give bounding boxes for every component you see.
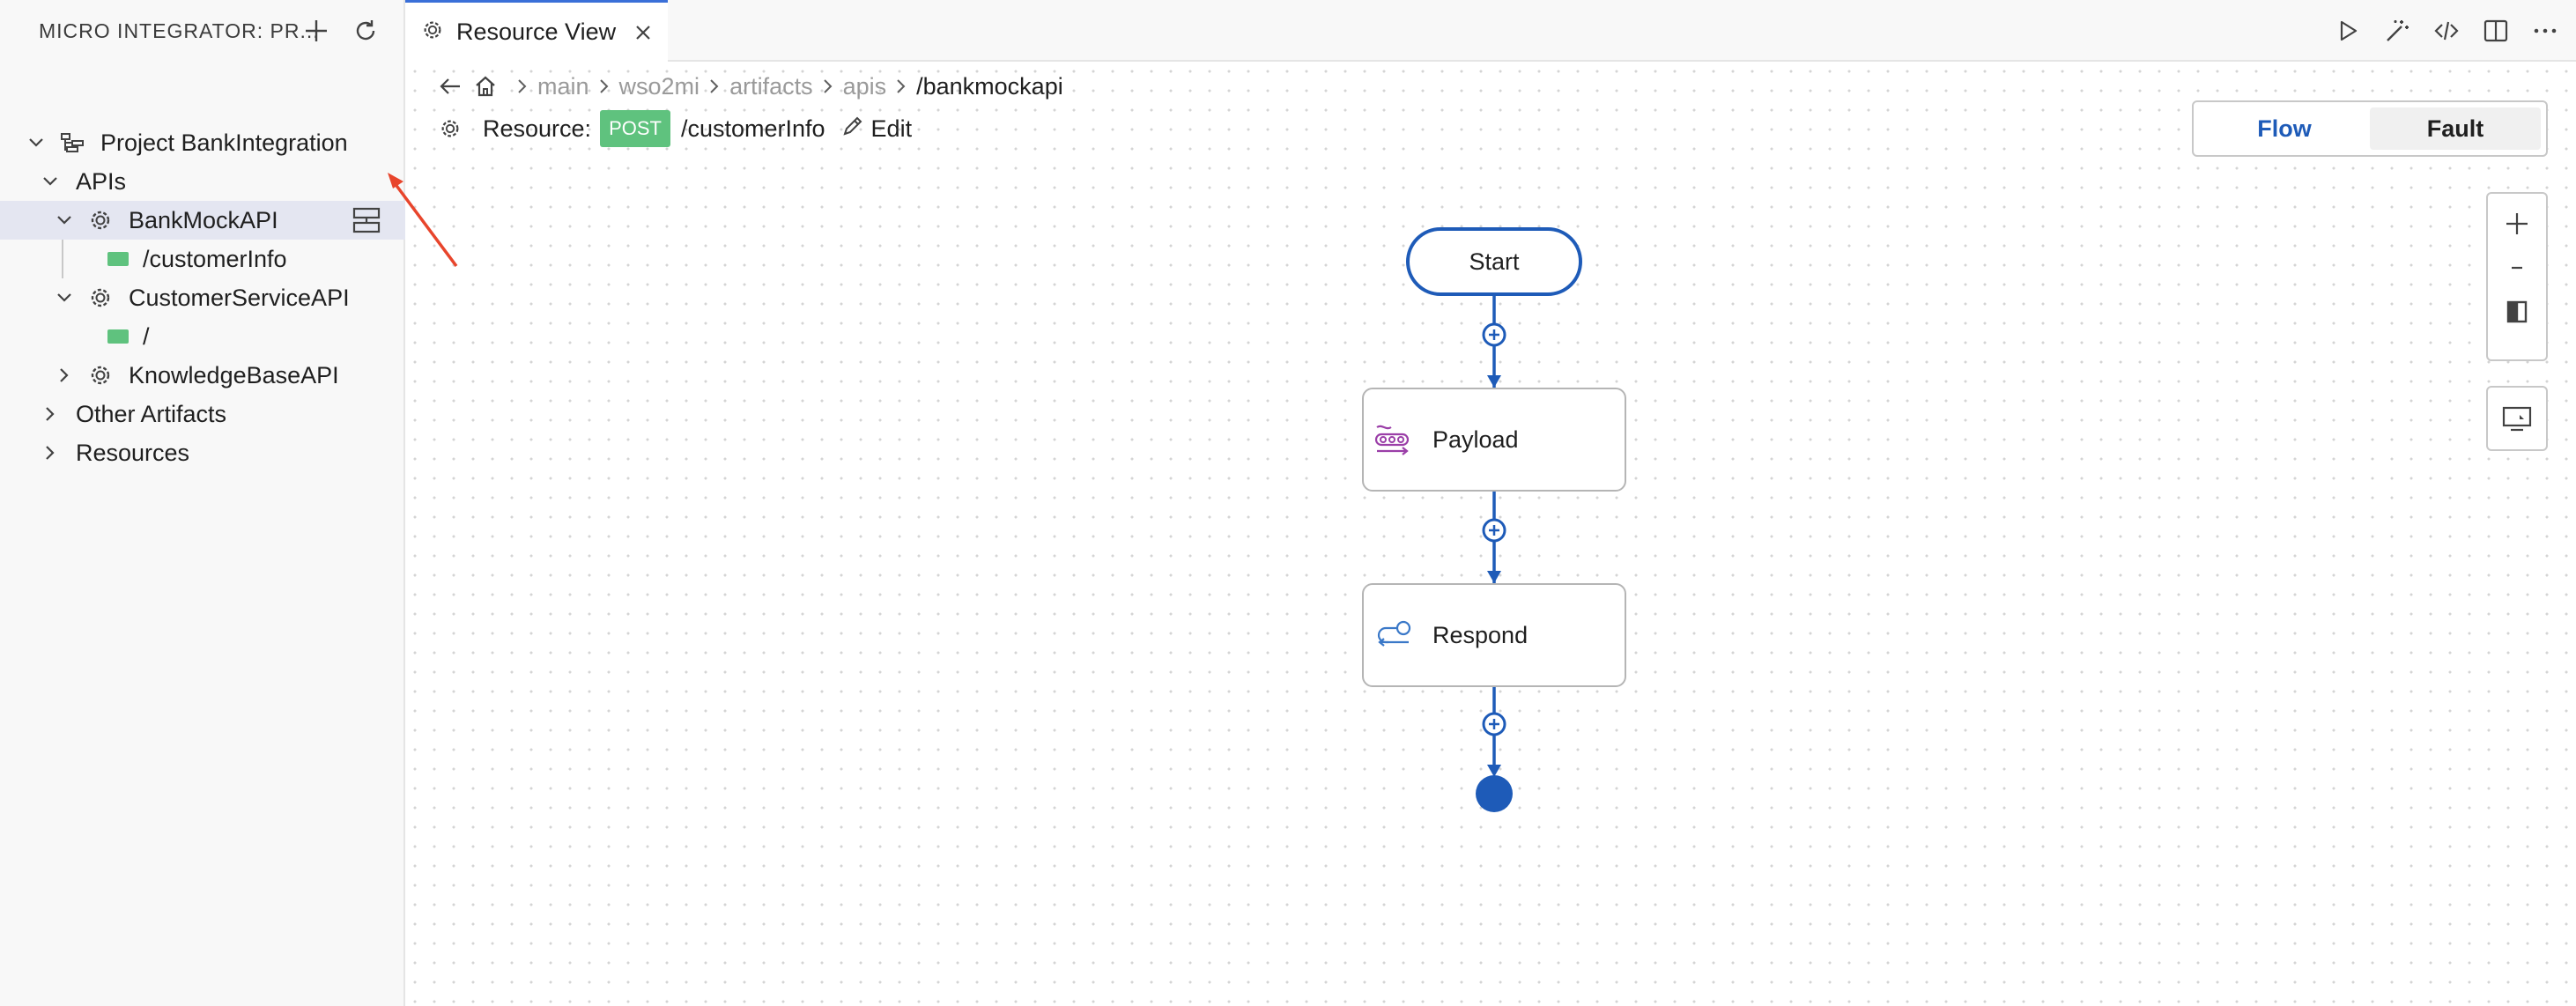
chevron-right-icon[interactable] <box>39 441 62 464</box>
payload-node[interactable]: Payload <box>1362 388 1626 492</box>
zoom-in-icon[interactable] <box>2488 201 2546 247</box>
post-resource-icon <box>106 247 130 271</box>
editor-area: Resource View <box>405 0 2576 1006</box>
api-gear-icon <box>88 363 113 388</box>
tree-item-label: APIs <box>76 167 127 195</box>
end-node[interactable] <box>1476 775 1513 812</box>
payload-icon <box>1373 418 1415 461</box>
view-toggle: Flow Fault <box>2192 100 2548 157</box>
api-gear-icon <box>88 208 113 233</box>
api-gear-icon <box>421 18 444 46</box>
tab-resource-view[interactable]: Resource View <box>405 0 668 62</box>
chevron-right-icon <box>514 78 530 95</box>
add-node-button <box>1482 322 1506 347</box>
chevron-right-icon[interactable] <box>39 403 62 425</box>
edit-button[interactable]: Edit <box>841 115 913 144</box>
respond-node-label: Respond <box>1432 621 1529 648</box>
tree-item-label: Other Artifacts <box>76 400 227 427</box>
more-icon[interactable] <box>2530 16 2560 46</box>
payload-node-label: Payload <box>1432 425 1519 453</box>
tree-item-resource-root[interactable]: / <box>0 317 405 356</box>
breadcrumb-item[interactable]: main <box>537 72 589 100</box>
tree-item-other-artifacts[interactable]: Other Artifacts <box>0 395 405 433</box>
tree-item-resources[interactable]: Resources <box>0 433 405 472</box>
explorer-sidebar: MICRO INTEGRATOR: PR... Project BankInte… <box>0 0 405 1006</box>
fit-view-icon[interactable] <box>2488 289 2546 335</box>
resource-header: Resource: POST /customerInfo Edit <box>437 109 912 148</box>
breadcrumb-item[interactable]: wso2mi <box>618 72 700 100</box>
sidebar-header: MICRO INTEGRATOR: PR... <box>0 0 403 62</box>
breadcrumb: main wso2mi artifacts apis /bankmockapi <box>437 69 1063 104</box>
add-node-button <box>1482 518 1506 543</box>
tab-label: Resource View <box>456 18 617 45</box>
post-resource-icon <box>106 324 130 349</box>
split-editor-icon[interactable] <box>2481 16 2511 46</box>
start-node[interactable]: Start <box>1406 227 1582 296</box>
tab-bar: Resource View <box>405 0 2576 62</box>
chevron-down-icon[interactable] <box>53 286 76 309</box>
minimap-toggle-icon[interactable] <box>2486 386 2548 451</box>
editor-actions <box>2333 16 2560 46</box>
chevron-right-icon <box>707 78 722 95</box>
start-node-label: Start <box>1469 248 1520 275</box>
fault-tab[interactable]: Fault <box>2370 107 2541 150</box>
magic-wand-icon[interactable] <box>2382 16 2412 46</box>
tree-item-label: Resources <box>76 439 190 466</box>
tree-item-label: CustomerServiceAPI <box>129 284 350 311</box>
api-gear-icon <box>88 285 113 310</box>
zoom-out-icon[interactable] <box>2488 245 2546 291</box>
flow-connectors <box>1482 296 1506 777</box>
project-icon <box>60 130 85 155</box>
add-node-button <box>1482 712 1506 736</box>
tree-item-label: / <box>143 322 150 350</box>
back-arrow-icon[interactable] <box>437 73 463 100</box>
tree-indent-guide <box>62 240 63 278</box>
resource-path: /customerInfo <box>680 115 825 142</box>
plus-icon[interactable] <box>301 16 331 46</box>
tree-item-apis[interactable]: APIs <box>0 162 405 201</box>
pencil-icon <box>841 115 864 144</box>
chevron-right-icon <box>820 78 836 95</box>
flow-canvas[interactable]: main wso2mi artifacts apis /bankmockapi … <box>405 62 2576 1006</box>
tree-item-customerserviceapi[interactable]: CustomerServiceAPI <box>0 278 405 317</box>
tree-item-knowledgebaseapi[interactable]: KnowledgeBaseAPI <box>0 356 405 395</box>
tree-item-label: /customerInfo <box>143 245 287 272</box>
close-icon[interactable] <box>631 20 655 45</box>
chevron-right-icon[interactable] <box>53 364 76 387</box>
chevron-down-icon[interactable] <box>39 170 62 193</box>
api-gear-icon <box>437 115 463 142</box>
tree-item-label: KnowledgeBaseAPI <box>129 361 339 388</box>
zoom-controls <box>2486 192 2548 361</box>
tree-item-label: Project BankIntegration <box>100 129 348 156</box>
run-icon[interactable] <box>2333 16 2363 46</box>
sidebar-actions <box>301 16 381 46</box>
code-icon[interactable] <box>2432 16 2461 46</box>
chevron-right-icon <box>893 78 909 95</box>
breadcrumb-item-current: /bankmockapi <box>916 72 1063 100</box>
tree-item-project[interactable]: Project BankIntegration <box>0 123 405 162</box>
design-view-icon[interactable] <box>351 204 382 236</box>
refresh-icon[interactable] <box>351 16 381 46</box>
method-badge: POST <box>600 110 670 147</box>
resource-label: Resource: <box>483 115 592 142</box>
respond-node[interactable]: Respond <box>1362 583 1626 687</box>
breadcrumb-item[interactable]: apis <box>842 72 887 100</box>
tree-item-label: BankMockAPI <box>129 206 278 233</box>
chevron-right-icon <box>596 78 612 95</box>
edit-label: Edit <box>870 115 913 142</box>
respond-icon <box>1373 614 1415 656</box>
tree-item-bankmockapi[interactable]: BankMockAPI <box>0 201 405 240</box>
breadcrumb-item[interactable]: artifacts <box>729 72 813 100</box>
home-icon[interactable] <box>472 73 499 100</box>
sidebar-title: MICRO INTEGRATOR: PR... <box>39 18 320 42</box>
flow-tab[interactable]: Flow <box>2199 107 2370 150</box>
chevron-down-icon[interactable] <box>25 131 48 154</box>
chevron-down-icon[interactable] <box>53 209 76 232</box>
tree-item-resource-customerinfo[interactable]: /customerInfo <box>0 240 405 278</box>
